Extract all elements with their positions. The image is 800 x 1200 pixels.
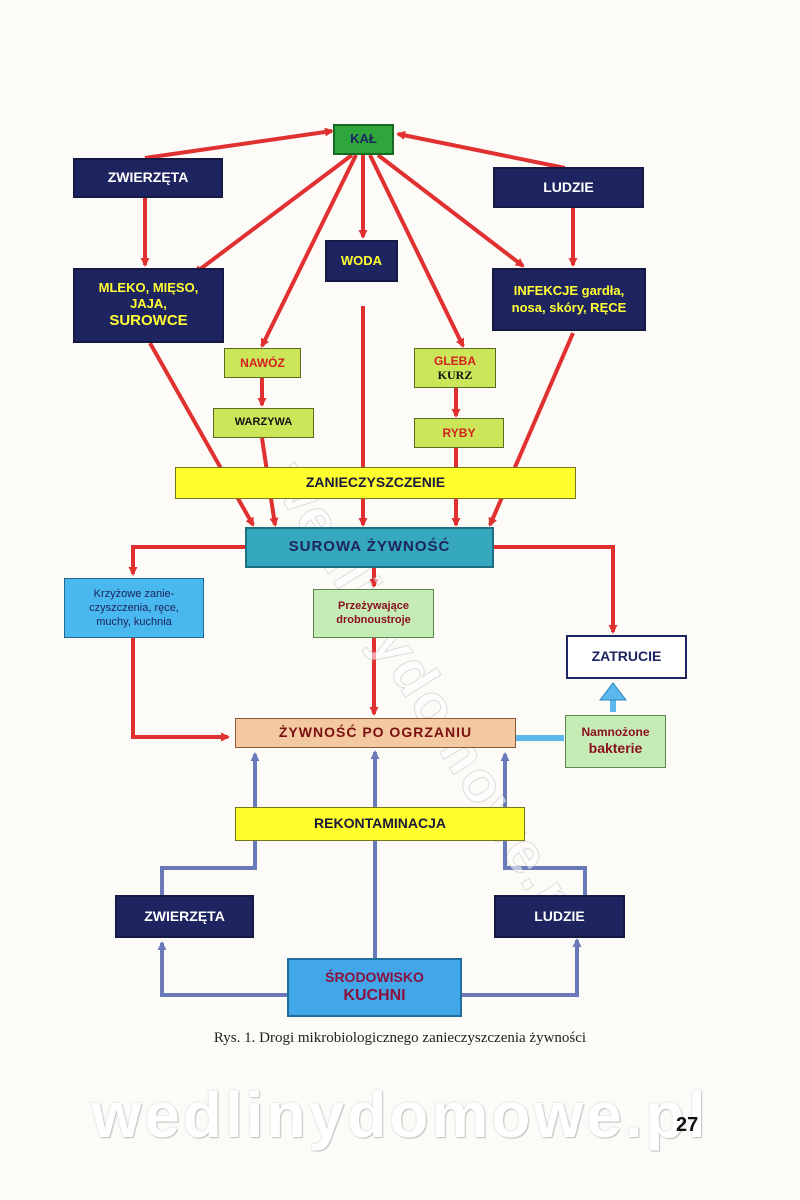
node-infekcje: INFEKCJE gardła, nosa, skóry, RĘCE	[492, 268, 646, 331]
arrow-surowa-krzyzowe	[128, 545, 245, 576]
node-woda: WODA	[325, 240, 398, 282]
node-ludzie-top: LUDZIE	[493, 167, 644, 208]
arrow-ludzie-rekontaminacja	[503, 841, 587, 895]
node-srodowisko-kuchni: ŚRODOWISKO KUCHNI	[287, 958, 462, 1017]
node-kal: KAŁ	[333, 124, 394, 155]
arrow-namnozone-zatrucie-head	[598, 682, 628, 701]
node-ludzie-bottom: LUDZIE	[494, 895, 625, 938]
node-surowa-zywnosc: SUROWA ŻYWNOŚĆ	[245, 527, 494, 568]
node-przezywajace: Przeżywające drobnoustroje	[313, 589, 434, 638]
node-mleko: MLEKO, MIĘSO, JAJA, SUROWCE	[73, 268, 224, 343]
node-rekontaminacja: REKONTAMINACJA	[235, 807, 525, 841]
arrow-zwierzeta-rekontaminacja	[160, 841, 257, 895]
arrow-krzyzowe-po-ogrzaniu	[131, 638, 230, 742]
node-nawoz: NAWÓZ	[224, 348, 301, 378]
node-ryby: RYBY	[414, 418, 504, 448]
node-gleba-kurz: GLEBA KURZ	[414, 348, 496, 388]
figure-caption: Rys. 1. Drogi mikrobiologicznego zaniecz…	[213, 1030, 587, 1046]
node-namnozone: Namnożone bakterie	[565, 715, 666, 768]
node-zwierzeta-bottom: ZWIERZĘTA	[115, 895, 254, 938]
arrow-kal-gleba	[368, 154, 465, 348]
node-po-ogrzaniu: ŻYWNOŚĆ PO OGRZANIU	[235, 718, 516, 748]
node-zatrucie: ZATRUCIE	[566, 635, 687, 679]
arrow-kal-nawoz	[260, 154, 358, 348]
node-warzywa: WARZYWA	[213, 408, 314, 438]
node-zwierzeta-top: ZWIERZĘTA	[73, 158, 223, 198]
page-number: 27	[676, 1114, 699, 1136]
arrow-surowa-zatrucie	[494, 545, 618, 634]
arrow-kal-mleko	[193, 153, 354, 275]
arrow-srodowisko-zwierzeta	[157, 941, 287, 997]
arrow-srodowisko-ludzie	[462, 938, 582, 997]
arrow-zwierzeta-kal	[144, 127, 334, 160]
node-zanieczyszczenie: ZANIECZYSZCZENIE	[175, 467, 576, 499]
arrow-kal-infekcje	[376, 153, 525, 268]
node-krzyzowe: Krzyżowe zanie- czyszczenia, ręce, muchy…	[64, 578, 204, 638]
arrow-ludzie-kal	[396, 130, 566, 170]
